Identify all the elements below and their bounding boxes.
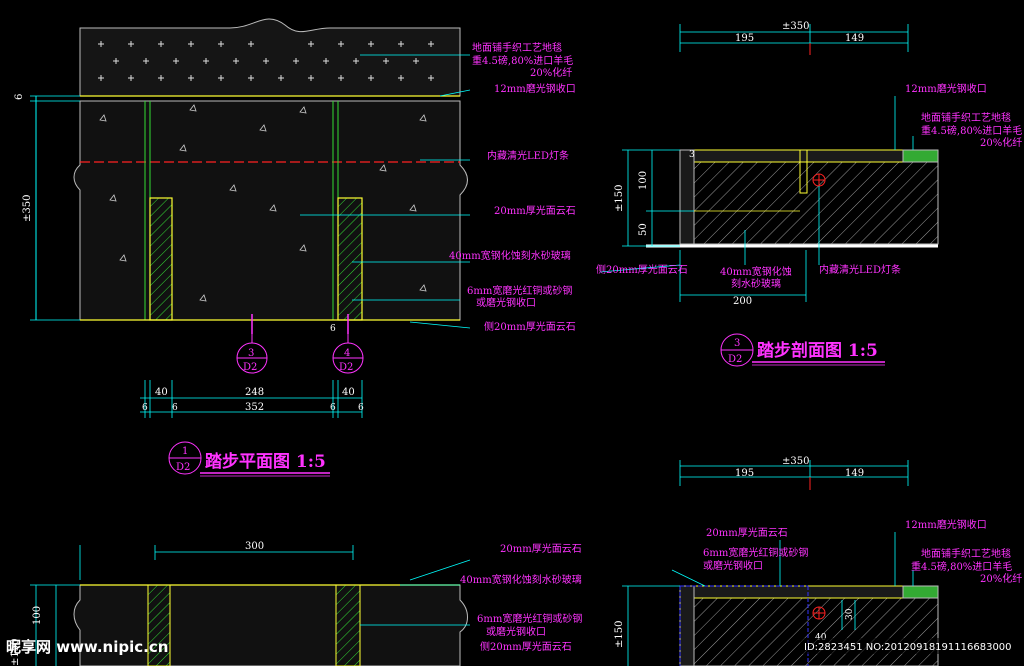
plan-label-steel-trim: 12mm磨光钢收口 bbox=[494, 82, 576, 95]
section-marker-4: 4 D2 bbox=[332, 314, 364, 374]
bottom-plan-label-copper-1: 6mm宽磨光红铜或砂钢 bbox=[477, 612, 582, 625]
section-dim-3: 3 bbox=[689, 150, 695, 160]
section-dim-total: ±350 bbox=[782, 21, 809, 32]
plan-dim-small-6: 6 bbox=[330, 324, 336, 334]
svg-text:3: 3 bbox=[248, 348, 254, 359]
section-label-glass-1: 40mm宽钢化蚀 bbox=[720, 265, 792, 278]
plan-label-led: 内藏清光LED灯条 bbox=[487, 149, 569, 162]
section-label-carpet-1: 地面铺手织工艺地毯 bbox=[921, 111, 1011, 124]
plan-label-carpet-3: 20%化纤 bbox=[530, 66, 572, 79]
plan-dim-6c: 6 bbox=[330, 403, 336, 413]
section-dim-50: 50 bbox=[638, 223, 649, 236]
watermark: 昵享网 www.nipic.cn ID:2823451 NO:201209181… bbox=[6, 638, 1024, 656]
section-dim-200: 200 bbox=[733, 296, 752, 307]
plan-label-marble: 20mm厚光面云石 bbox=[494, 204, 576, 217]
svg-text:D2: D2 bbox=[176, 462, 190, 473]
plan-title: 1 D2 踏步平面图 1:5 bbox=[168, 441, 330, 477]
bottom-section-label-carpet-1: 地面铺手织工艺地毯 bbox=[921, 547, 1011, 560]
bottom-plan-label-side-marble: 侧20mm厚光面云石 bbox=[480, 640, 572, 653]
bottom-plan-dim-300: 300 bbox=[245, 541, 264, 552]
plan-dim-left-top: 6 bbox=[14, 94, 25, 100]
section-dim-100: 100 bbox=[638, 171, 649, 190]
plan-dim-352: 352 bbox=[245, 402, 264, 413]
bottom-plan-label-copper-2: 或磨光钢收口 bbox=[486, 625, 546, 638]
plan-dim-6d: 6 bbox=[358, 403, 364, 413]
section-label-side-marble: 侧20mm厚光面云石 bbox=[596, 263, 688, 276]
bottom-section-label-carpet-2: 重4.5磅,80%进口羊毛 bbox=[911, 560, 1012, 573]
svg-text:踏步平面图 1:5: 踏步平面图 1:5 bbox=[205, 451, 326, 472]
svg-text:踏步剖面图 1:5: 踏步剖面图 1:5 bbox=[757, 340, 878, 361]
plan-label-copper-1: 6mm宽磨光红铜或砂钢 bbox=[467, 284, 572, 297]
plan-label-carpet-2: 重4.5磅,80%进口羊毛 bbox=[472, 54, 573, 67]
svg-text:3: 3 bbox=[734, 338, 740, 349]
bottom-section-view: ±350 195 149 ±150 30 40 20mm厚光面云石 6mm宽磨光… bbox=[614, 456, 1022, 666]
plan-view: 6 ±350 地面铺手织工艺地毯 重4.5磅,80%进口羊毛 20%化纤 12m… bbox=[14, 18, 576, 477]
section-label-glass-2: 刻水砂玻璃 bbox=[731, 277, 781, 290]
section-label-steel-trim: 12mm磨光钢收口 bbox=[905, 82, 987, 95]
bottom-section-label-copper-1: 6mm宽磨光红铜或砂钢 bbox=[703, 546, 808, 559]
section-dim-150: ±150 bbox=[614, 185, 625, 212]
section-title: 3 D2 踏步剖面图 1:5 bbox=[720, 333, 885, 367]
svg-text:1: 1 bbox=[182, 446, 188, 457]
plan-label-carpet-1: 地面铺手织工艺地毯 bbox=[472, 41, 562, 54]
watermark-id: ID:2823451 NO:20120918191116683000 bbox=[804, 642, 1012, 653]
section-marker-3: 3 D2 bbox=[236, 314, 268, 374]
bottom-section-label-steel-trim: 12mm磨光钢收口 bbox=[905, 518, 987, 531]
bottom-section-dim-149: 149 bbox=[845, 468, 864, 479]
bottom-plan-dim-150: ±150 bbox=[10, 639, 21, 666]
svg-text:D2: D2 bbox=[339, 362, 353, 373]
section-label-led: 内藏清光LED灯条 bbox=[819, 263, 901, 276]
plan-dim-6a: 6 bbox=[142, 403, 148, 413]
carpet-area bbox=[79, 18, 461, 97]
bottom-section-dim-150: ±150 bbox=[614, 621, 625, 648]
section-view: ±350 195 149 ±150 100 50 3 bbox=[596, 21, 1022, 367]
section-dim-195: 195 bbox=[735, 33, 754, 44]
plan-label-side-marble: 侧20mm厚光面云石 bbox=[484, 320, 576, 333]
bottom-section-dim-30: 30 bbox=[845, 608, 855, 620]
bottom-section-dim-195: 195 bbox=[735, 468, 754, 479]
plan-dim-40-left: 40 bbox=[155, 387, 168, 398]
bottom-section-dim-total: ±350 bbox=[782, 456, 809, 467]
section-label-carpet-3: 20%化纤 bbox=[980, 136, 1022, 149]
plan-dim-6b: 6 bbox=[172, 403, 178, 413]
watermark-brand: 昵享网 www.nipic.cn bbox=[6, 638, 168, 656]
bottom-plan-dim-100: 100 bbox=[32, 606, 43, 625]
section-dim-149: 149 bbox=[845, 33, 864, 44]
plan-dim-40-right: 40 bbox=[342, 387, 355, 398]
plan-dim-left-total: ±350 bbox=[22, 195, 33, 222]
plan-label-copper-2: 或磨光钢收口 bbox=[476, 296, 536, 309]
svg-text:D2: D2 bbox=[728, 354, 742, 365]
svg-text:D2: D2 bbox=[243, 362, 257, 373]
bottom-section-label-carpet-3: 20%化纤 bbox=[980, 572, 1022, 585]
carpet-crosses bbox=[98, 41, 434, 81]
bottom-plan-view: 300 ±150 100 20mm厚光面云石 40mm宽钢化蚀刻水砂玻璃 6mm… bbox=[10, 541, 582, 666]
bottom-plan-label-marble: 20mm厚光面云石 bbox=[500, 542, 582, 555]
plan-label-glass: 40mm宽钢化蚀刻水砂玻璃 bbox=[449, 249, 571, 262]
plan-dim-248: 248 bbox=[245, 387, 264, 398]
svg-text:4: 4 bbox=[344, 348, 350, 359]
bottom-section-label-marble: 20mm厚光面云石 bbox=[706, 526, 788, 539]
bottom-section-label-copper-2: 或磨光钢收口 bbox=[703, 559, 763, 572]
section-stone bbox=[693, 161, 939, 245]
section-label-carpet-2: 重4.5磅,80%进口羊毛 bbox=[921, 124, 1022, 137]
bottom-plan-label-glass: 40mm宽钢化蚀刻水砂玻璃 bbox=[460, 573, 582, 586]
